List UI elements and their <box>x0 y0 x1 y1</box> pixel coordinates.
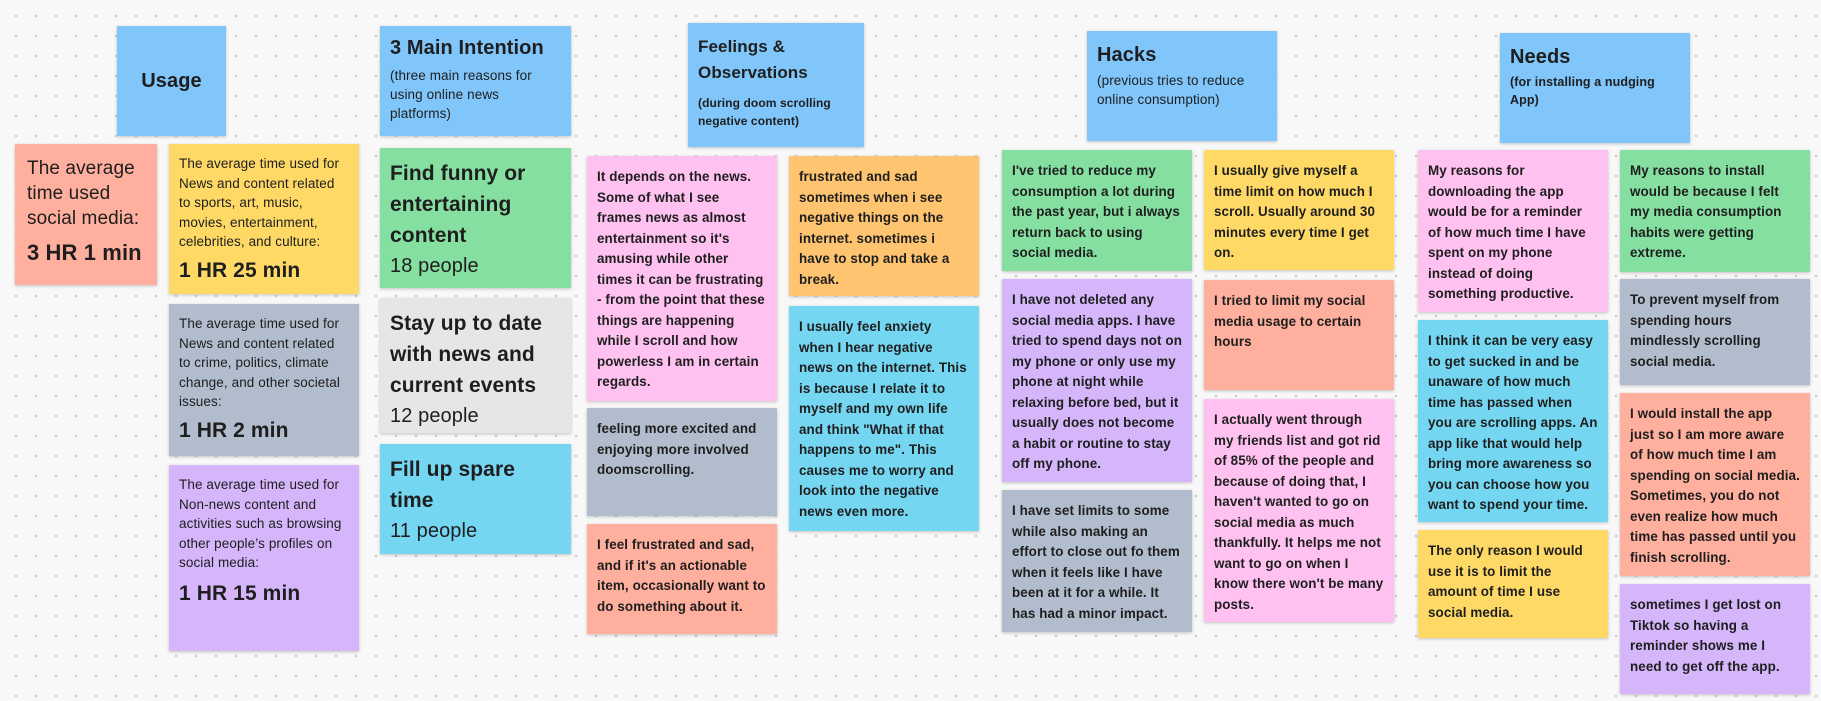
usage-average-note[interactable]: The average time used social media: 3 HR… <box>15 144 157 285</box>
hacks-note-text: I actually went through my friends list … <box>1214 412 1384 612</box>
hacks-note-text: I have set limits to some while also mak… <box>1012 503 1180 621</box>
feelings-note-depends[interactable]: It depends on the news. Some of what I s… <box>587 156 777 401</box>
needs-note-text: The only reason I would use it is to lim… <box>1428 543 1583 620</box>
usage-header-title: Usage <box>141 70 202 92</box>
intention-count: 18 people <box>390 255 479 277</box>
intention-note-spare-time[interactable]: Fill up spare time 11 people <box>380 444 571 554</box>
needs-note-limit-time[interactable]: The only reason I would use it is to lim… <box>1418 530 1608 638</box>
intention-count: 12 people <box>390 405 479 427</box>
feelings-note-text: It depends on the news. Some of what I s… <box>597 169 765 389</box>
needs-note-reminder[interactable]: My reasons for downloading the app would… <box>1418 150 1608 312</box>
hacks-note-friends-list[interactable]: I actually went through my friends list … <box>1204 399 1394 622</box>
needs-note-text: I think it can be very easy to get sucke… <box>1428 333 1598 512</box>
hacks-note-not-deleted[interactable]: I have not deleted any social media apps… <box>1002 279 1192 482</box>
needs-note-text: To prevent myself from spending hours mi… <box>1630 292 1780 369</box>
intention-header-subtitle: (three main reasons for using online new… <box>390 68 532 121</box>
intention-title: Stay up to date with news and current ev… <box>390 312 543 397</box>
usage-average-label: The average time used social media: <box>27 158 140 229</box>
hacks-note-set-limits[interactable]: I have set limits to some while also mak… <box>1002 490 1192 632</box>
feelings-header-title: Feelings & Observations <box>698 37 808 82</box>
needs-note-text: sometimes I get lost on Tiktok so having… <box>1630 597 1782 674</box>
feelings-note-text: I feel frustrated and sad, and if it's a… <box>597 537 766 614</box>
usage-nonnews-value: 1 HR 15 min <box>179 581 301 605</box>
usage-average-value: 3 HR 1 min <box>27 240 142 265</box>
intention-count: 11 people <box>390 520 478 542</box>
needs-header-title: Needs <box>1510 46 1571 68</box>
feelings-note-text: feeling more excited and enjoying more i… <box>597 421 757 477</box>
intention-header-title: 3 Main Intention <box>390 37 544 59</box>
hacks-header-subtitle: (previous tries to reduce online consump… <box>1097 73 1245 107</box>
hacks-header[interactable]: Hacks (previous tries to reduce online c… <box>1087 31 1277 141</box>
hacks-note-text: I usually give myself a time limit on ho… <box>1214 163 1376 260</box>
needs-note-text: I would install the app just so I am mor… <box>1630 406 1800 565</box>
usage-entertainment-note[interactable]: The average time used for News and conte… <box>169 144 359 294</box>
hacks-note-text: I tried to limit my social media usage t… <box>1214 293 1366 349</box>
usage-nonnews-label: The average time used for Non-news conte… <box>179 477 342 570</box>
needs-note-sucked-in[interactable]: I think it can be very easy to get sucke… <box>1418 320 1608 522</box>
feelings-note-anxiety[interactable]: I usually feel anxiety when I hear negat… <box>789 306 979 531</box>
hacks-note-text: I've tried to reduce my consumption a lo… <box>1012 163 1180 260</box>
hacks-header-title: Hacks <box>1097 44 1157 66</box>
intention-title: Find funny or entertaining content <box>390 162 526 247</box>
hacks-note-reduce[interactable]: I've tried to reduce my consumption a lo… <box>1002 150 1192 271</box>
needs-header[interactable]: Needs (for installing a nudging App) <box>1500 33 1690 143</box>
needs-note-prevent[interactable]: To prevent myself from spending hours mi… <box>1620 279 1810 385</box>
feelings-header-subtitle: (during doom scrolling negative content) <box>698 96 831 128</box>
usage-crime-value: 1 HR 2 min <box>179 418 289 442</box>
usage-nonnews-note[interactable]: The average time used for Non-news conte… <box>169 465 359 651</box>
feelings-note-sad[interactable]: frustrated and sad sometimes when i see … <box>789 156 979 296</box>
intention-note-entertaining[interactable]: Find funny or entertaining content 18 pe… <box>380 148 571 288</box>
feelings-note-text: I usually feel anxiety when I hear negat… <box>799 319 967 519</box>
needs-note-text: My reasons to install would be because I… <box>1630 163 1782 260</box>
needs-note-text: My reasons for downloading the app would… <box>1428 163 1586 301</box>
needs-note-aware[interactable]: I would install the app just so I am mor… <box>1620 393 1810 576</box>
needs-note-tiktok[interactable]: sometimes I get lost on Tiktok so having… <box>1620 584 1810 694</box>
usage-crime-note[interactable]: The average time used for News and conte… <box>169 304 359 456</box>
intention-header[interactable]: 3 Main Intention (three main reasons for… <box>380 26 571 136</box>
hacks-note-certain-hours[interactable]: I tried to limit my social media usage t… <box>1204 280 1394 390</box>
feelings-note-excited[interactable]: feeling more excited and enjoying more i… <box>587 408 777 516</box>
intention-note-news[interactable]: Stay up to date with news and current ev… <box>380 298 571 433</box>
usage-header[interactable]: Usage <box>117 26 226 136</box>
needs-header-subtitle: (for installing a nudging App) <box>1510 75 1655 107</box>
feelings-note-text: frustrated and sad sometimes when i see … <box>799 169 950 287</box>
hacks-note-time-limit[interactable]: I usually give myself a time limit on ho… <box>1204 150 1394 270</box>
usage-entertainment-label: The average time used for News and conte… <box>179 156 340 249</box>
hacks-note-text: I have not deleted any social media apps… <box>1012 292 1182 471</box>
needs-note-extreme[interactable]: My reasons to install would be because I… <box>1620 150 1810 272</box>
intention-title: Fill up spare time <box>390 458 515 512</box>
usage-entertainment-value: 1 HR 25 min <box>179 258 301 282</box>
feelings-note-frustrated[interactable]: I feel frustrated and sad, and if it's a… <box>587 524 777 634</box>
usage-crime-label: The average time used for News and conte… <box>179 316 340 409</box>
feelings-header[interactable]: Feelings & Observations (during doom scr… <box>688 23 864 147</box>
